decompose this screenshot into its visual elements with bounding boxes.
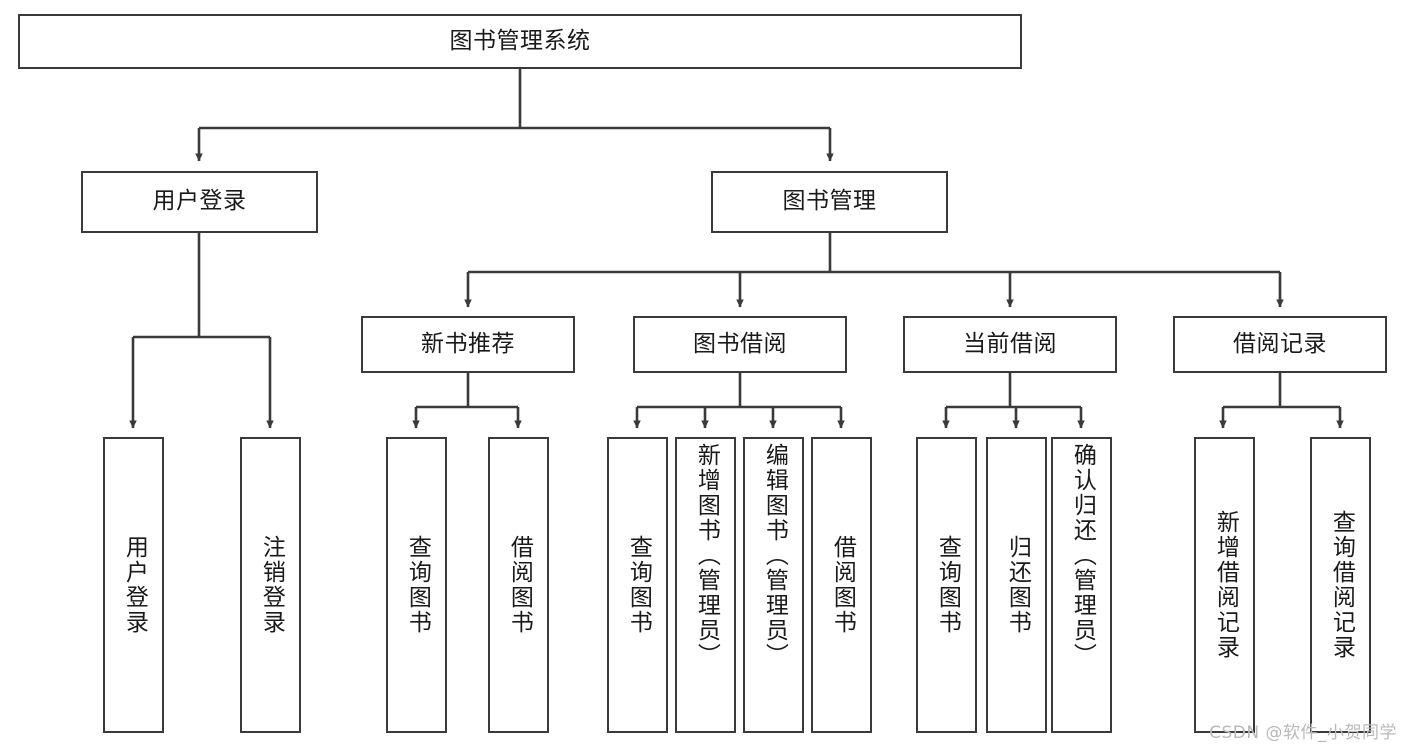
node-new-book-recommend[interactable]: 新书推荐 <box>361 316 575 373</box>
node-leaf-confirm-return-label: 确认归还（管理员） <box>1069 443 1096 668</box>
node-leaf-return-book[interactable]: 归还图书 <box>986 437 1047 733</box>
node-current-borrow-label: 当前借阅 <box>963 330 1057 357</box>
node-new-book-recommend-label: 新书推荐 <box>421 330 515 357</box>
node-leaf-query-book-2-label: 查询图书 <box>625 535 652 635</box>
node-leaf-add-book-label: 新增图书（管理员） <box>693 443 720 668</box>
node-leaf-edit-book-label: 编辑图书（管理员） <box>761 443 788 668</box>
node-leaf-return-book-label: 归还图书 <box>1004 535 1031 635</box>
node-borrow-record[interactable]: 借阅记录 <box>1173 316 1387 373</box>
node-root-label: 图书管理系统 <box>449 27 591 54</box>
node-leaf-query-book-1[interactable]: 查询图书 <box>386 437 447 733</box>
node-leaf-query-book-1-label: 查询图书 <box>404 535 431 635</box>
node-leaf-user-login[interactable]: 用户登录 <box>103 437 164 733</box>
node-leaf-add-record[interactable]: 新增借阅记录 <box>1194 437 1255 733</box>
node-book-management[interactable]: 图书管理 <box>711 171 948 233</box>
node-leaf-query-book-3-label: 查询图书 <box>934 535 961 635</box>
csdn-watermark: CSDN @软件_小贺同学 <box>1209 723 1397 743</box>
node-leaf-add-book[interactable]: 新增图书（管理员） <box>675 437 736 733</box>
node-leaf-user-login-label: 用户登录 <box>121 535 148 635</box>
node-leaf-add-record-label: 新增借阅记录 <box>1212 510 1239 660</box>
node-book-borrow-label: 图书借阅 <box>693 330 787 357</box>
node-leaf-user-logout[interactable]: 注销登录 <box>240 437 301 733</box>
node-book-borrow[interactable]: 图书借阅 <box>633 316 847 373</box>
node-leaf-query-record[interactable]: 查询借阅记录 <box>1310 437 1371 733</box>
node-leaf-borrow-book-1[interactable]: 借阅图书 <box>488 437 549 733</box>
node-book-management-label: 图书管理 <box>782 188 877 215</box>
node-user-login-label: 用户登录 <box>152 188 247 215</box>
node-borrow-record-label: 借阅记录 <box>1233 330 1327 357</box>
node-leaf-confirm-return[interactable]: 确认归还（管理员） <box>1051 437 1112 733</box>
node-current-borrow[interactable]: 当前借阅 <box>903 316 1117 373</box>
node-user-login[interactable]: 用户登录 <box>81 171 318 233</box>
node-leaf-user-logout-label: 注销登录 <box>258 535 285 635</box>
node-leaf-query-book-2[interactable]: 查询图书 <box>607 437 668 733</box>
node-leaf-borrow-book-1-label: 借阅图书 <box>506 535 533 635</box>
node-leaf-borrow-book-2-label: 借阅图书 <box>829 535 856 635</box>
node-leaf-query-record-label: 查询借阅记录 <box>1328 510 1355 660</box>
node-leaf-query-book-3[interactable]: 查询图书 <box>916 437 977 733</box>
node-leaf-borrow-book-2[interactable]: 借阅图书 <box>811 437 872 733</box>
node-leaf-edit-book[interactable]: 编辑图书（管理员） <box>743 437 804 733</box>
node-root[interactable]: 图书管理系统 <box>18 14 1022 69</box>
